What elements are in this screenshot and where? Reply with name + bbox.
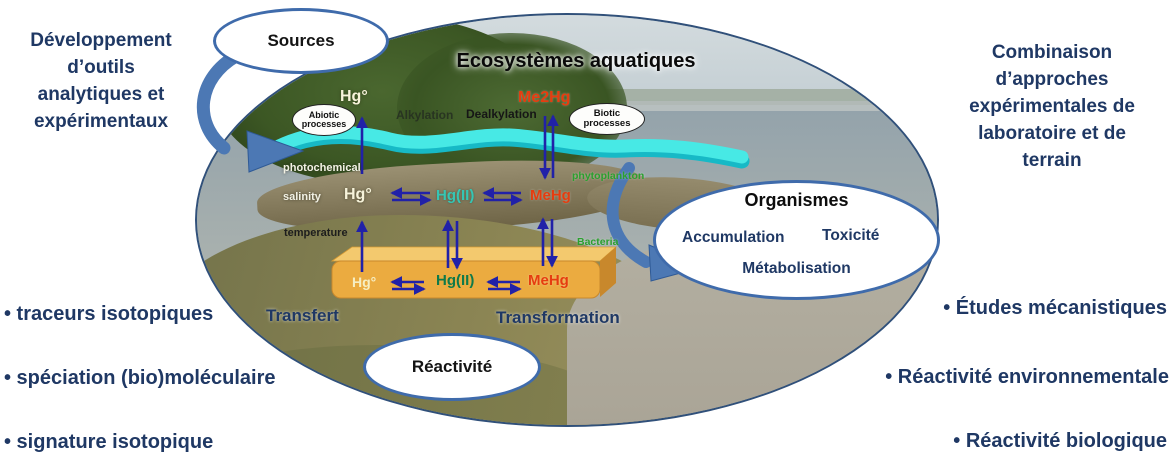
label-transfert: Transfert <box>266 306 339 325</box>
left-heading-line: expérimentaux <box>33 110 169 132</box>
label-alkylation: Alkylation <box>396 108 454 122</box>
sources-bubble: Sources <box>213 8 389 74</box>
left-heading: Développement d’outils analytiques et ex… <box>0 28 202 136</box>
right-heading-line: laboratoire et de <box>978 122 1126 144</box>
right-heading: Combinaison d’approches expérimentales d… <box>933 40 1171 175</box>
abiotic-processes-oval: Abiotic processes <box>292 104 356 136</box>
right-bullet-etudes: • Études mécanistiques <box>943 297 1167 319</box>
left-heading-line: Développement <box>30 30 172 51</box>
right-heading-line: terrain <box>1022 149 1082 171</box>
species-hg0-water: Hg° <box>344 186 372 203</box>
label-temperature: temperature <box>284 227 348 239</box>
label-salinity: salinity <box>283 191 321 203</box>
label-transformation: Transformation <box>496 308 620 327</box>
right-heading-line: d’approches <box>995 68 1109 90</box>
label-photochemical: photochemical <box>283 162 361 174</box>
organismes-metabolisation-label: Métabolisation <box>742 260 851 277</box>
species-mehg-sediment: MeHg <box>528 272 569 289</box>
label-phytoplankton: phytoplankton <box>572 170 645 182</box>
sources-bubble-label: Sources <box>267 31 335 50</box>
diagram-title: Ecosystèmes aquatiques <box>456 50 696 72</box>
right-heading-line: Combinaison <box>991 42 1113 63</box>
label-dealkylation: Dealkylation <box>466 107 537 121</box>
species-hg2-sediment: Hg(II) <box>436 272 475 289</box>
species-hg0-sediment: Hg° <box>352 274 377 290</box>
organismes-accumulation-label: Accumulation <box>682 229 785 246</box>
species-hg0-atmosphere: Hg° <box>340 88 368 105</box>
organismes-bubble: Organismes Accumulation Toxicité Métabol… <box>653 180 940 300</box>
left-heading-line: analytiques et <box>37 83 165 105</box>
left-bullet-traceurs: • traceurs isotopiques <box>4 303 214 325</box>
right-heading-line: expérimentales de <box>969 95 1135 117</box>
reactivite-bubble-label: Réactivité <box>411 357 493 376</box>
species-mehg-water: MeHg <box>530 187 571 204</box>
reactivite-bubble: Réactivité <box>363 333 541 401</box>
label-bacteria: Bacteria <box>577 236 619 248</box>
species-hg2-water: Hg(II) <box>436 187 475 204</box>
biotic-processes-oval: Biotic processes <box>569 103 645 135</box>
organismes-toxicite-label: Toxicité <box>822 227 880 244</box>
photo-far-shore <box>527 101 937 111</box>
organismes-bubble-title: Organismes <box>744 190 849 210</box>
left-heading-line: d’outils <box>67 56 135 78</box>
right-bullet-reactivite-bio: • Réactivité biologique <box>953 430 1167 452</box>
species-me2hg: Me2Hg <box>518 89 571 106</box>
right-bullet-reactivite-env: • Réactivité environnementale <box>885 366 1169 388</box>
left-bullet-signature: • signature isotopique <box>4 431 214 453</box>
